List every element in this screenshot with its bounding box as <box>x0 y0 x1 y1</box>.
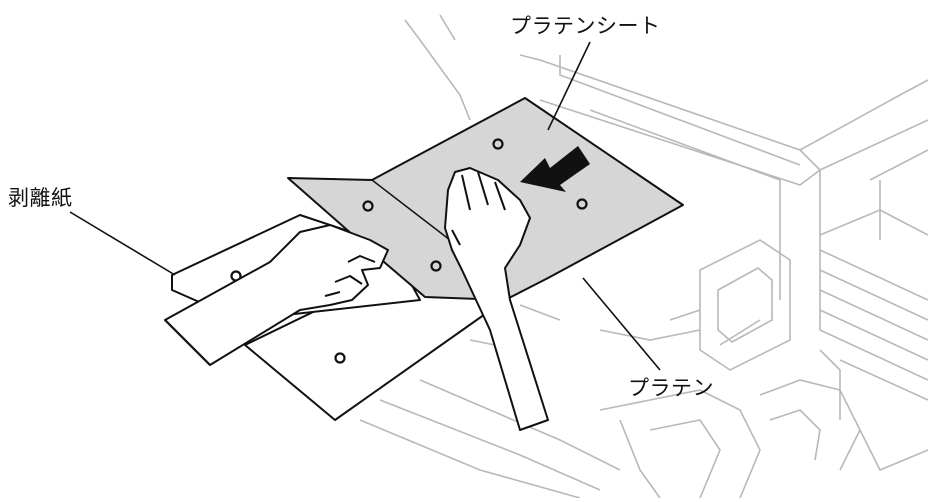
platen-sheet-label: プラテンシート <box>510 10 661 40</box>
leader-release-paper <box>70 212 175 275</box>
leader-platen-sheet <box>548 42 590 130</box>
release-paper-label: 剥離紙 <box>8 182 73 212</box>
platen-label: プラテン <box>628 372 714 402</box>
leader-platen <box>583 278 660 370</box>
